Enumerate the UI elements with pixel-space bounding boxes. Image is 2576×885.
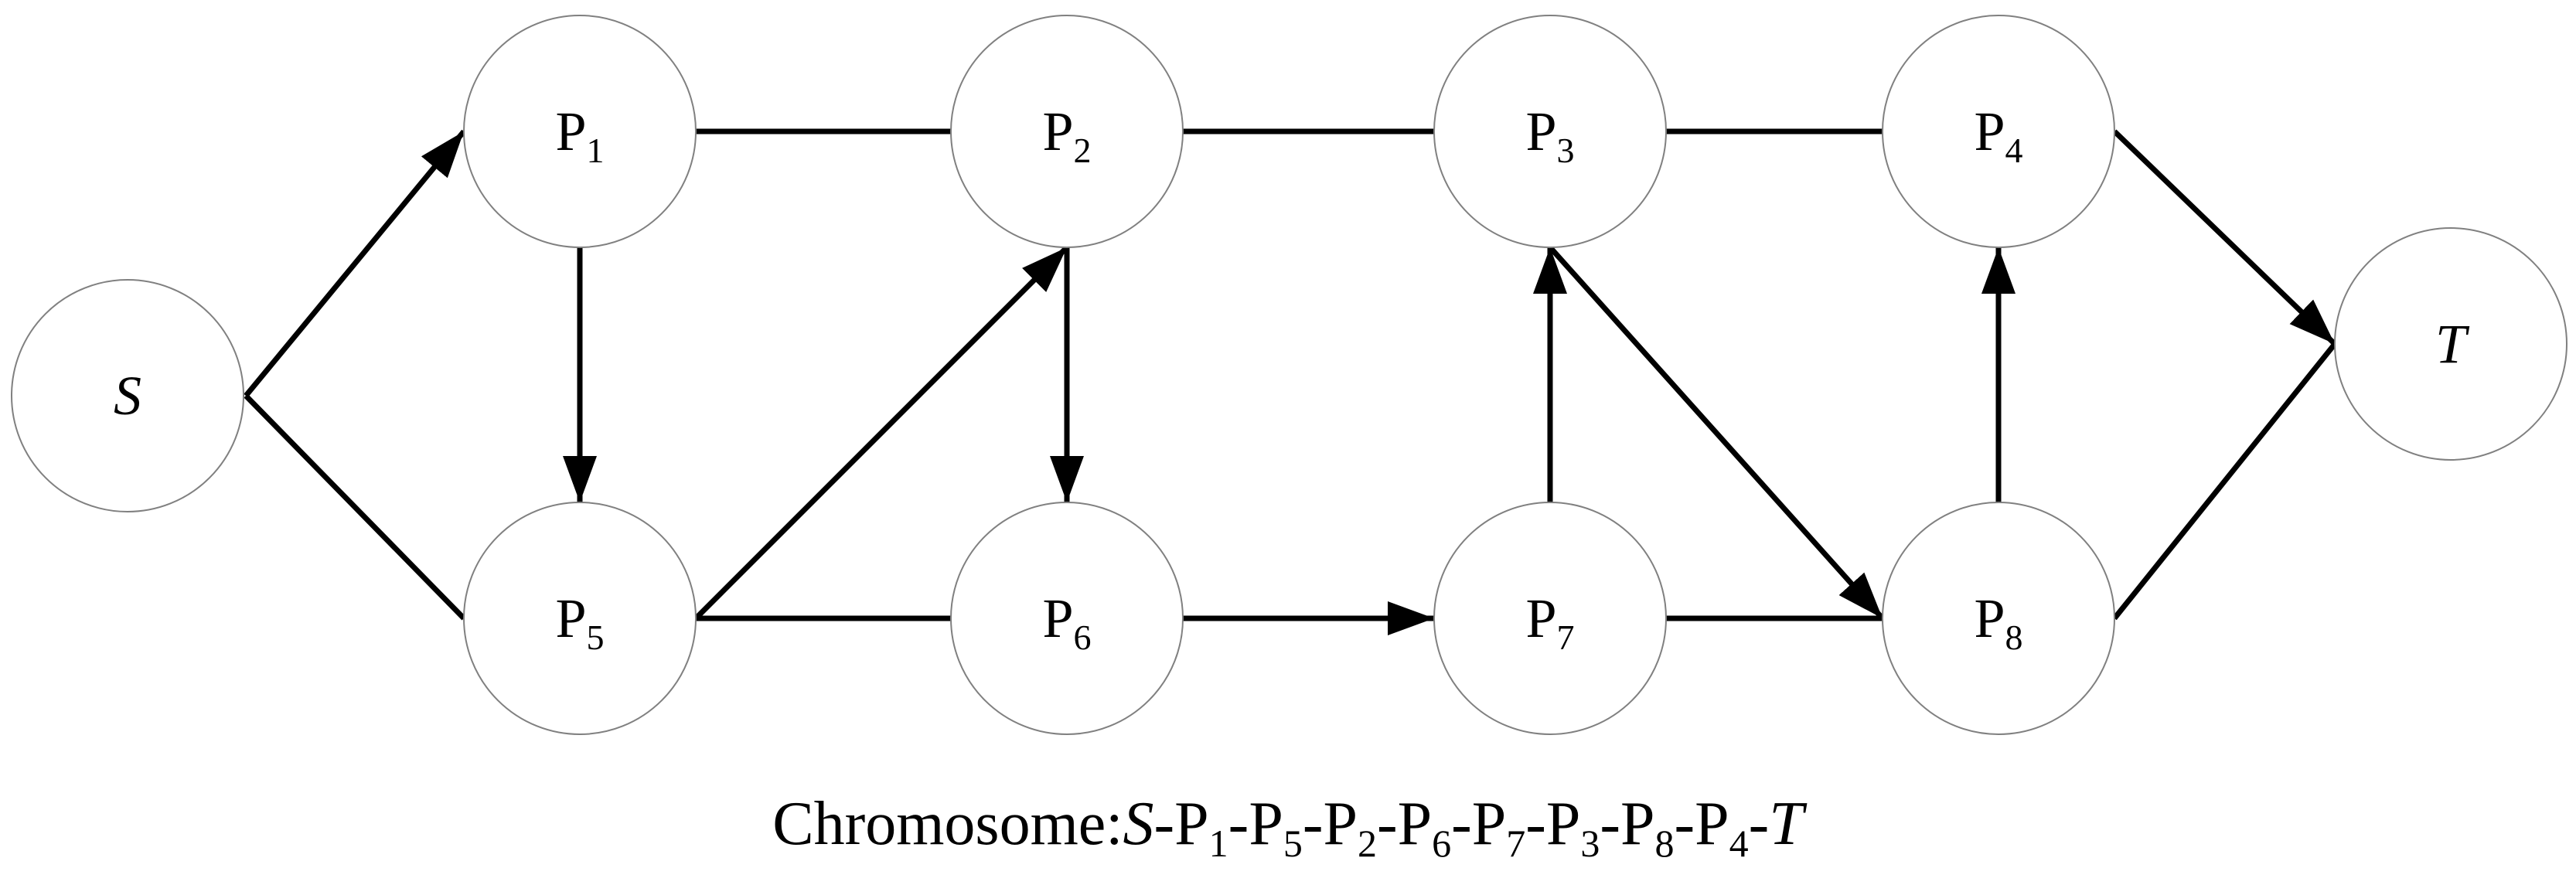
caption-node-subscript: 1	[1209, 822, 1228, 865]
node-circle	[463, 15, 697, 248]
caption-node-subscript: 8	[1655, 822, 1675, 865]
node-label: P5	[555, 587, 604, 657]
node-label-base: P	[1525, 100, 1556, 162]
caption-separator: -	[1525, 790, 1546, 858]
node-label: T	[2435, 313, 2470, 375]
node-label-base: P	[1974, 587, 2005, 649]
caption-node-subscript: 5	[1283, 822, 1303, 865]
node-circle	[1882, 15, 2115, 248]
node-p4: P4	[1882, 15, 2115, 248]
node-circle	[950, 15, 1184, 248]
edge-p3-p8	[1548, 245, 1885, 621]
node-p6: P6	[950, 502, 1184, 735]
caption-separator: -	[1451, 790, 1472, 858]
node-label-base: P	[1974, 100, 2005, 162]
node-label: P4	[1974, 100, 2022, 170]
caption-node-base: P	[1546, 790, 1581, 858]
caption-node-subscript: 3	[1580, 822, 1600, 865]
node-label-subscript: 1	[587, 131, 605, 170]
edge-p8-t	[2112, 342, 2337, 621]
node-label: S	[114, 365, 141, 427]
caption-separator: -	[1228, 790, 1249, 858]
caption-node-base: P	[1620, 790, 1655, 858]
caption-node-subscript: 2	[1358, 822, 1377, 865]
node-p5: P5	[463, 502, 697, 735]
node-label-subscript: 7	[1557, 618, 1575, 657]
node-label-base: T	[2435, 313, 2470, 375]
node-p2: P2	[950, 15, 1184, 248]
caption-node-base: P	[1174, 790, 1209, 858]
caption-node-base: P	[1398, 790, 1433, 858]
caption-separator: -	[1749, 790, 1770, 858]
node-label-base: P	[555, 587, 586, 649]
node-circle	[1433, 15, 1667, 248]
caption-label: Chromosome:	[772, 790, 1123, 858]
caption-node-subscript: 6	[1432, 822, 1451, 865]
node-circle	[2334, 227, 2567, 461]
node-label-base: S	[114, 365, 141, 427]
node-p8: P8	[1882, 502, 2115, 735]
edge-s-p1	[244, 129, 466, 398]
edge-p4-t	[2112, 129, 2337, 346]
node-label-base: P	[555, 100, 586, 162]
node-label: P8	[1974, 587, 2022, 657]
caption-separator: -	[1600, 790, 1620, 858]
caption-node-base: P	[1249, 790, 1283, 858]
caption-node-base: T	[1769, 790, 1808, 858]
node-label-subscript: 8	[2005, 618, 2023, 657]
node-circle	[11, 279, 244, 512]
caption-node-subscript: 4	[1729, 822, 1749, 865]
caption-separator: -	[1154, 790, 1175, 858]
node-label-base: P	[1042, 587, 1073, 649]
node-p1: P1	[463, 15, 697, 248]
node-label-base: P	[1042, 100, 1073, 162]
node-label: P7	[1525, 587, 1574, 657]
caption-node-subscript: 7	[1506, 822, 1525, 865]
edge-p5-p2	[693, 245, 1069, 621]
node-label: P3	[1525, 100, 1574, 170]
node-label-subscript: 2	[1074, 131, 1092, 170]
node-label-subscript: 4	[2005, 131, 2023, 170]
caption-separator: -	[1377, 790, 1398, 858]
node-label-subscript: 6	[1074, 618, 1092, 657]
chromosome-caption: Chromosome:S-P1-P5-P2-P6-P7-P3-P8-P4-T	[772, 790, 1808, 865]
caption-separator: -	[1675, 790, 1695, 858]
edges-layer	[244, 128, 2337, 635]
node-circle	[950, 502, 1184, 735]
node-label-base: P	[1525, 587, 1556, 649]
node-label: P1	[555, 100, 604, 170]
node-circle	[1882, 502, 2115, 735]
caption-node-base: S	[1123, 790, 1154, 858]
node-label-subscript: 5	[587, 618, 605, 657]
caption-separator: -	[1303, 790, 1324, 858]
node-label-subscript: 3	[1557, 131, 1575, 170]
node-circle	[463, 502, 697, 735]
node-t: T	[2334, 227, 2567, 461]
caption-node-base: P	[1323, 790, 1358, 858]
edge-s-p5	[244, 393, 466, 621]
node-label: P6	[1042, 587, 1091, 657]
node-s: S	[11, 279, 244, 512]
node-p3: P3	[1433, 15, 1667, 248]
caption-node-base: P	[1695, 790, 1729, 858]
node-circle	[1433, 502, 1667, 735]
caption-node-base: P	[1472, 790, 1507, 858]
node-label: P2	[1042, 100, 1091, 170]
node-p7: P7	[1433, 502, 1667, 735]
